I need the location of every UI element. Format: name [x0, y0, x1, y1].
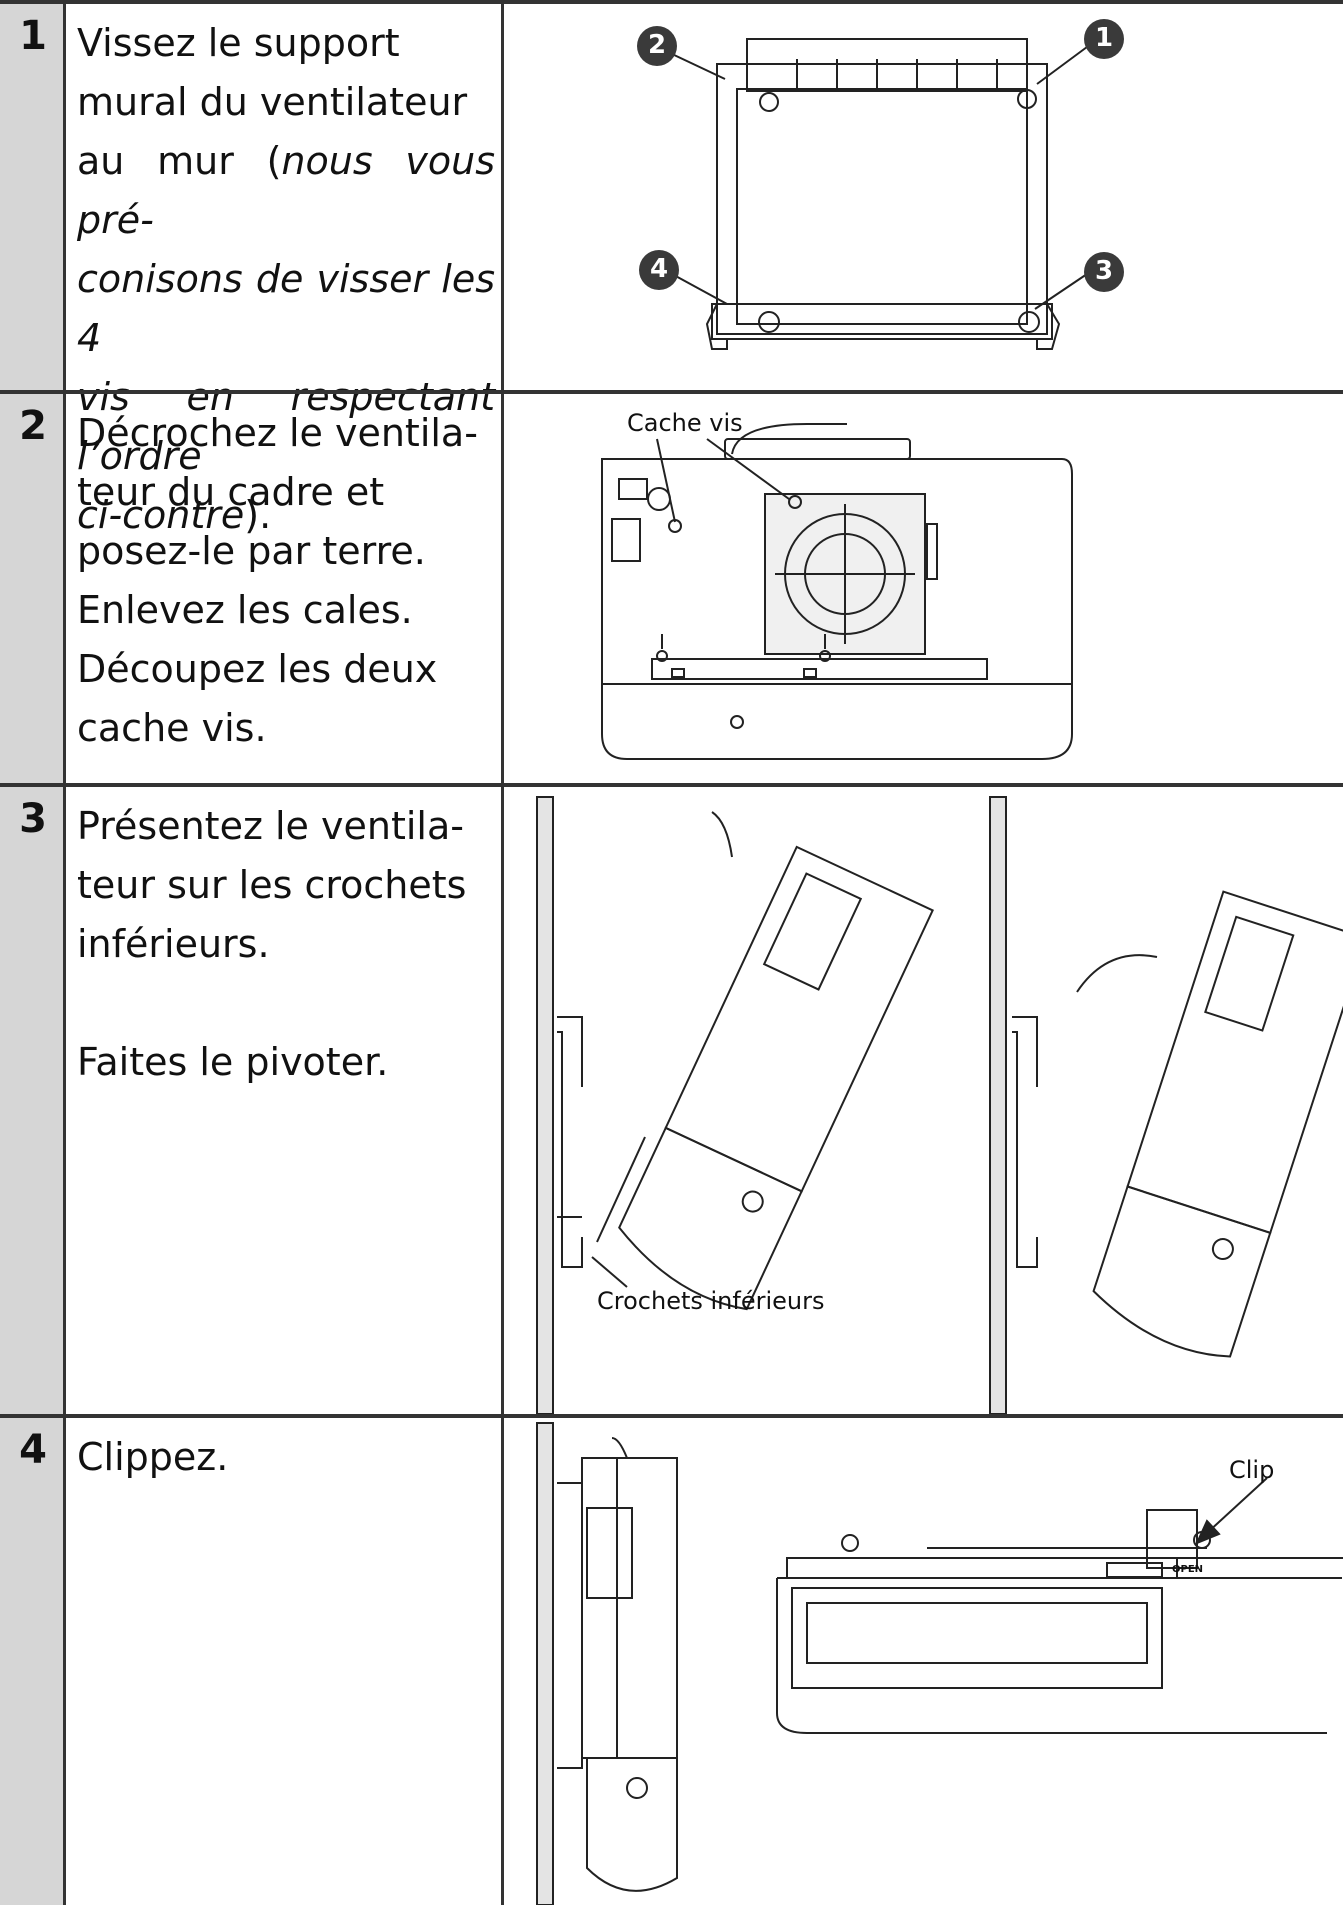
cache-vis-callout: Cache vis — [627, 409, 743, 437]
step-line: Vissez le support — [77, 21, 400, 65]
step-line: Faites le pivoter. — [77, 1040, 389, 1084]
rule — [0, 390, 1343, 394]
clip-callout: Clip — [1229, 1456, 1275, 1484]
step-line: ci-contre). — [77, 493, 272, 537]
step-line: vis en respectant l’ordre — [77, 375, 495, 478]
step-row-2: 2 Décrochez le ventila- teur du cadre et… — [0, 394, 1343, 783]
open-label: OPEN — [1172, 1564, 1204, 1575]
step-number: 2 — [19, 403, 47, 449]
step-text: Vissez le support mural du ventilateur a… — [69, 4, 504, 537]
step-number: 4 — [19, 1427, 47, 1473]
badge-3-icon — [1084, 252, 1124, 292]
badge-4: 4 — [650, 254, 669, 284]
clip-figure: Clip OPEN — [507, 1418, 1343, 1905]
step-line: teur du cadre et — [77, 470, 385, 514]
step-row-3: 3 Présentez le ventila- teur sur les cro… — [0, 787, 1343, 1414]
badge-3: 3 — [1095, 256, 1114, 286]
crochets-callout: Crochets inférieurs — [597, 1287, 825, 1315]
badge-1-icon — [1084, 19, 1124, 59]
step-text: Présentez le ventila- teur sur les croch… — [69, 787, 504, 1414]
step-line: teur sur les crochets — [77, 863, 467, 907]
step-line: mural du ventilateur — [77, 80, 468, 124]
step-line: cache vis. — [77, 706, 267, 750]
step-number-cell: 4 — [0, 1418, 66, 1905]
badge-2-icon — [637, 26, 677, 66]
rule — [0, 1414, 1343, 1418]
step-line: Décrochez le ventila- — [77, 411, 478, 455]
step-number-cell: 1 — [0, 4, 66, 390]
step-line — [77, 974, 495, 1033]
step-row-1: 1 Vissez le support mural du ventilateur… — [0, 4, 1343, 537]
step-line: posez-le par terre. — [77, 529, 426, 573]
fan-back-figure: Cache vis — [507, 394, 1343, 783]
step-number: 3 — [19, 796, 47, 842]
wall-bracket-figure: 2 1 4 3 — [507, 4, 1343, 390]
step-line: Découpez les deux — [77, 647, 438, 691]
step-text: Clippez. — [69, 1418, 504, 1905]
rule-top — [0, 0, 1343, 4]
step-number-cell: 2 — [0, 394, 66, 783]
step-line: inférieurs. — [77, 922, 270, 966]
badge-4-icon — [639, 250, 679, 290]
step-line: Clippez. — [77, 1435, 229, 1479]
step-number: 1 — [19, 13, 47, 59]
badge-1: 1 — [1095, 23, 1114, 53]
step-text: Décrochez le ventila- teur du cadre et p… — [69, 394, 504, 783]
pivot-figure: Crochets inférieurs — [507, 787, 1343, 1414]
step-line: Présentez le ventila- — [77, 804, 464, 848]
step-number-cell: 3 — [0, 787, 66, 1414]
step-line: conisons de visser les 4 — [77, 257, 495, 360]
step-row-4: 4 Clippez. — [0, 1418, 1343, 1905]
badge-2: 2 — [648, 30, 667, 60]
step-line: Enlevez les cales. — [77, 588, 413, 632]
rule — [0, 783, 1343, 787]
step-line: au mur (nous vous pré- — [77, 139, 496, 242]
